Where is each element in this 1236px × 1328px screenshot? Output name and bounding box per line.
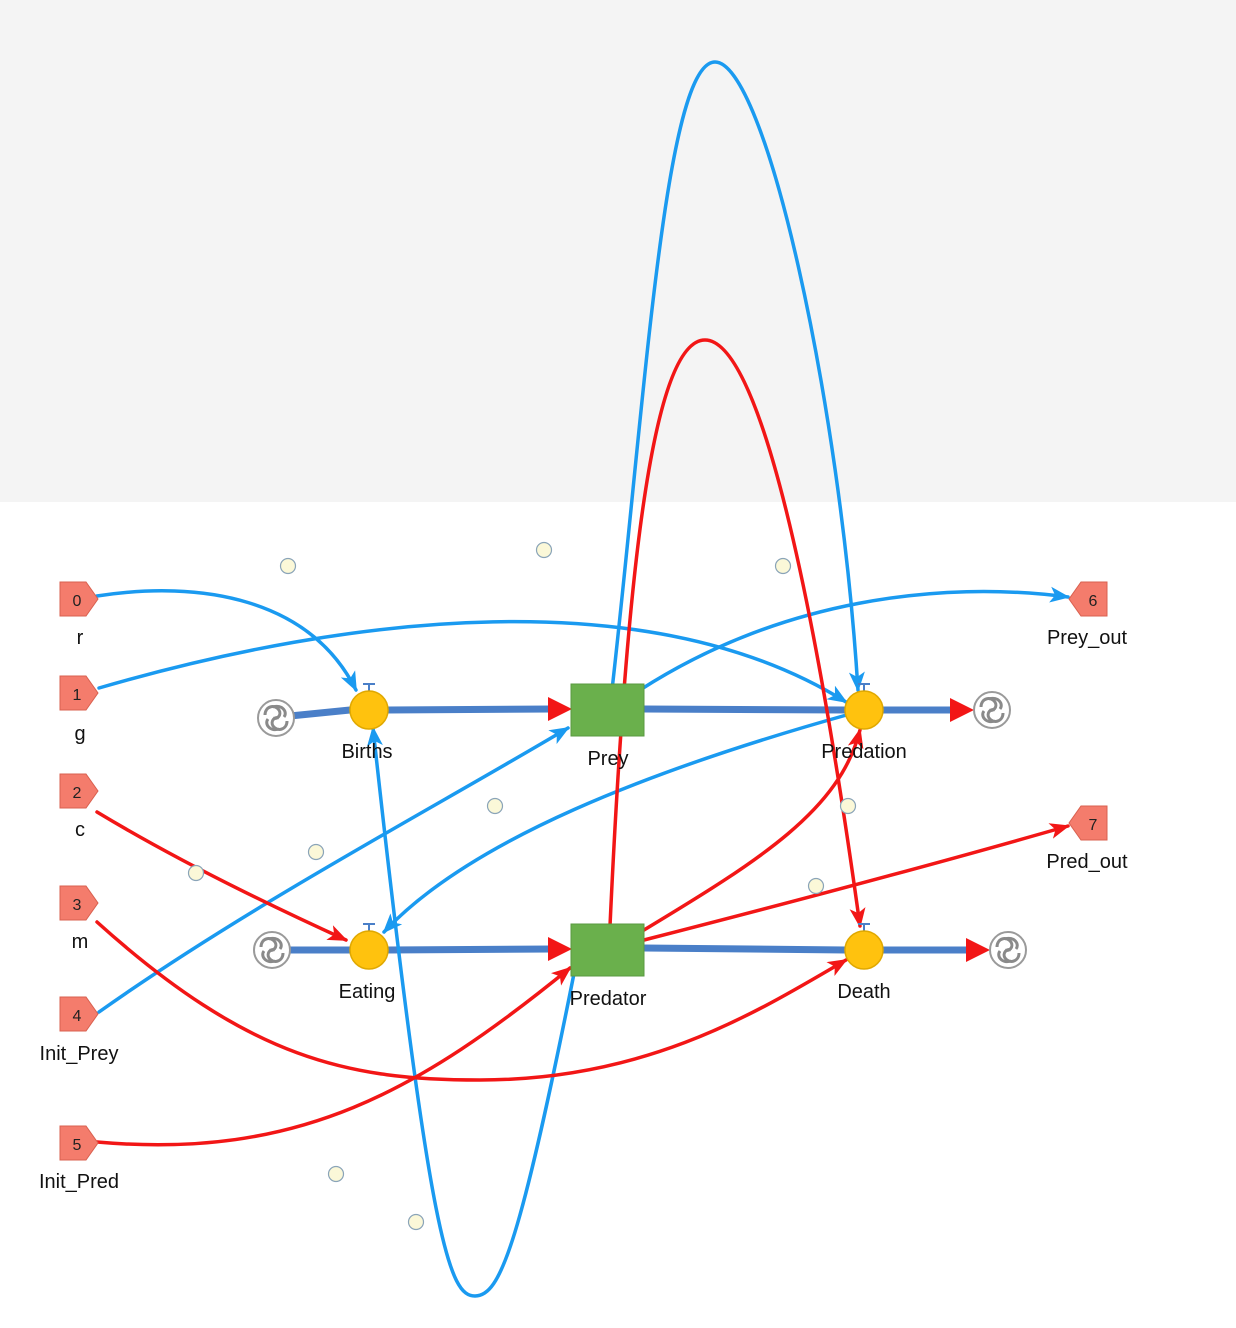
link-prey-to-predation-loop[interactable]	[610, 60, 865, 692]
output-port-7[interactable]: 7	[1068, 805, 1108, 841]
flow-label-eating: Eating	[338, 981, 396, 1003]
link-m-to-death[interactable]	[95, 920, 848, 1082]
flow-label-births: Births	[341, 741, 393, 763]
link-handle[interactable]	[807, 877, 825, 895]
cloud-source-births-icon[interactable]	[256, 698, 296, 738]
cloud-sink-death-icon[interactable]	[988, 930, 1028, 970]
input-port-1[interactable]: 1	[59, 675, 99, 711]
flow-arrowhead-icon	[548, 697, 572, 721]
flow-label-predation: Predation	[821, 741, 907, 763]
link-predator-to-births-loop[interactable]	[367, 726, 585, 1298]
pipe-births-prey[interactable]	[387, 705, 553, 714]
diagram-background-top	[0, 0, 1236, 502]
port-label-m: m	[71, 931, 89, 953]
port-number: 4	[73, 1008, 82, 1025]
link-predation-to-eating[interactable]	[382, 712, 852, 934]
cloud-sink-predation-icon[interactable]	[972, 690, 1012, 730]
port-label-prey-out: Prey_out	[1046, 627, 1128, 649]
link-handle[interactable]	[839, 797, 857, 815]
link-handle[interactable]	[327, 1165, 345, 1183]
link-predator-to-pred-out[interactable]	[642, 823, 1070, 942]
link-r-to-births[interactable]	[95, 589, 358, 692]
input-port-0[interactable]: 0	[59, 581, 99, 617]
port-number: 1	[73, 687, 82, 704]
flow-arrowhead-icon	[950, 698, 974, 722]
stock-label-predator: Predator	[569, 988, 647, 1010]
flow-arrowhead-icon	[966, 938, 990, 962]
port-label-r: r	[76, 627, 84, 649]
input-port-3[interactable]: 3	[59, 885, 99, 921]
pipe-source-births	[289, 706, 351, 720]
link-handle[interactable]	[307, 843, 325, 861]
link-predator-to-predation[interactable]	[642, 728, 864, 932]
input-port-5[interactable]: 5	[59, 1125, 99, 1161]
stock-prey[interactable]	[570, 683, 645, 737]
port-number: 2	[73, 785, 82, 802]
valve-births[interactable]	[349, 683, 389, 730]
valve-death[interactable]	[844, 923, 884, 970]
port-number: 3	[73, 897, 82, 914]
input-port-4[interactable]: 4	[59, 996, 99, 1032]
port-label-init-prey: Init_Prey	[39, 1043, 119, 1065]
link-prey-to-prey-out[interactable]	[638, 586, 1070, 692]
link-predator-to-death-loop[interactable]	[608, 338, 866, 928]
port-label-pred-out: Pred_out	[1046, 851, 1128, 873]
output-port-6[interactable]: 6	[1068, 581, 1108, 617]
port-label-init-pred: Init_Pred	[38, 1171, 120, 1193]
cloud-source-eating-icon[interactable]	[252, 930, 292, 970]
link-handle[interactable]	[774, 557, 792, 575]
link-handle[interactable]	[407, 1213, 425, 1231]
link-init-prey-to-prey[interactable]	[97, 726, 570, 1014]
pipe-eating-predator[interactable]	[387, 945, 553, 954]
flow-label-death: Death	[837, 981, 891, 1003]
valve-predation[interactable]	[844, 683, 884, 730]
input-port-2[interactable]: 2	[59, 773, 99, 809]
link-handle[interactable]	[535, 541, 553, 559]
link-handle[interactable]	[486, 797, 504, 815]
port-number: 6	[1089, 593, 1098, 610]
link-handle[interactable]	[187, 864, 205, 882]
stock-predator[interactable]	[570, 923, 645, 977]
flow-pipes	[288, 705, 968, 954]
port-number: 5	[73, 1137, 82, 1154]
link-g-to-predation[interactable]	[97, 619, 848, 704]
port-label-c: c	[75, 819, 85, 841]
stock-label-prey: Prey	[587, 748, 629, 770]
port-number: 0	[73, 593, 82, 610]
link-init-pred-to-predator[interactable]	[95, 966, 572, 1147]
pipe-predator-death[interactable]	[643, 944, 847, 954]
valve-eating[interactable]	[349, 923, 389, 970]
flow-arrowhead-icon	[548, 937, 572, 961]
link-handle[interactable]	[279, 557, 297, 575]
port-label-g: g	[74, 723, 86, 745]
link-c-to-eating[interactable]	[95, 810, 348, 942]
port-number: 7	[1089, 817, 1098, 834]
pipe-arrowheads	[548, 697, 990, 962]
pipe-prey-predation[interactable]	[643, 705, 847, 714]
